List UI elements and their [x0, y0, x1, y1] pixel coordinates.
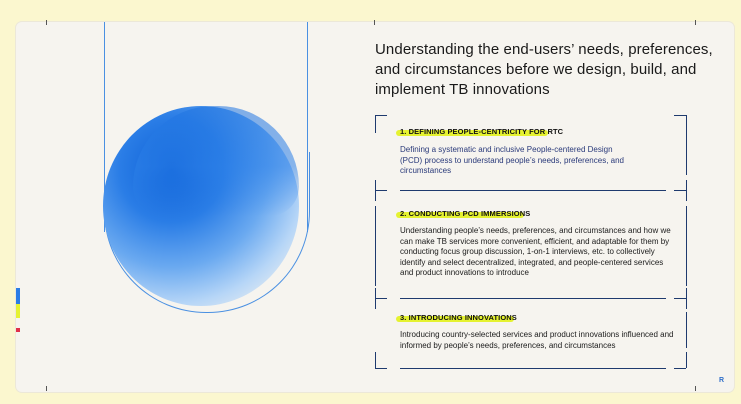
orb-artwork — [16, 22, 356, 392]
right-vertical-line — [307, 22, 308, 232]
frame-line — [375, 206, 376, 286]
frame-line — [686, 288, 687, 309]
frame-line — [686, 180, 687, 201]
frame-line — [674, 190, 686, 191]
corner-mark: R — [718, 377, 724, 384]
frame-line — [686, 206, 687, 286]
frame-line — [686, 352, 687, 368]
title-highlight — [396, 130, 548, 136]
frame-line — [375, 190, 387, 191]
frame-line — [375, 368, 387, 369]
slide: R — [16, 20, 734, 392]
frame-line — [375, 298, 387, 299]
tick-mark — [695, 20, 696, 25]
title-highlight — [396, 316, 514, 322]
section-1-body: Defining a systematic and inclusive Peop… — [400, 145, 624, 175]
divider-line — [400, 298, 666, 299]
slide-headline: Understanding the end-users’ needs, pref… — [375, 41, 713, 98]
section-2-title: 2. CONDUCTING PCD IMMERSIONS — [400, 209, 531, 218]
frame-line — [375, 115, 387, 116]
color-bar-yellow — [16, 304, 20, 318]
frame-line — [686, 312, 687, 348]
frame-line — [375, 115, 376, 133]
frame-line — [375, 352, 376, 368]
frame-line — [686, 115, 687, 133]
tick-mark — [46, 386, 47, 391]
color-bar-blue — [16, 288, 20, 304]
frame-line — [674, 115, 686, 116]
color-bar-red — [16, 328, 20, 332]
tick-mark — [46, 20, 47, 25]
section-3-body: Introducing country-selected services an… — [400, 330, 674, 350]
left-vertical-line — [104, 22, 105, 232]
tick-mark — [374, 20, 375, 25]
tick-mark — [695, 386, 696, 391]
divider-line — [400, 190, 666, 191]
divider-line — [400, 368, 666, 369]
frame-line — [674, 298, 686, 299]
frame-line — [674, 368, 686, 369]
section-3-title: 3. INTRODUCING INNOVATIONS — [400, 313, 517, 322]
section-2-body: Understanding people’s needs, preference… — [400, 226, 671, 277]
title-highlight — [396, 212, 524, 218]
frame-line — [686, 133, 687, 175]
section-1-title: 1. DEFINING PEOPLE-CENTRICITY FOR RTC — [400, 127, 564, 136]
